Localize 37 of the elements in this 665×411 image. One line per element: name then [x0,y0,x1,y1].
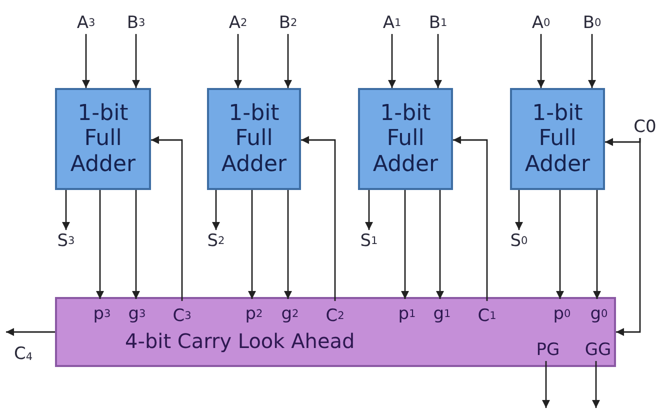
arrow [301,136,336,301]
arrow [616,138,641,336]
arrow [453,136,488,301]
arrow [284,190,292,299]
carry-lookahead-block [55,297,616,367]
full-adder-box: 1-bit Full Adder [55,88,151,190]
signal-label: C0 [628,116,662,138]
arrow [132,34,140,88]
arrow [234,34,242,88]
arrow [588,34,596,88]
full-adder-box: 1-bit Full Adder [510,88,605,190]
arrow [6,328,55,336]
arrow [62,190,70,230]
arrow [212,190,220,230]
port-label: GG [581,337,615,363]
arrow [537,34,545,88]
port-label: PG [531,337,565,363]
arrow [401,190,409,299]
arrow [284,34,292,88]
arrow [605,138,641,146]
arrow [436,190,444,299]
arrow [556,190,564,299]
arrow [592,361,600,408]
arrow [132,190,140,299]
arrow [593,190,601,299]
arrow [151,136,183,301]
arrow [388,34,396,88]
arrow [434,34,442,88]
arrow [248,190,256,299]
full-adder-box: 1-bit Full Adder [358,88,453,190]
arrow [515,190,523,230]
arrow [96,190,104,299]
full-adder-box: 1-bit Full Adder [207,88,301,190]
arrow [542,361,550,408]
arrow [82,34,90,88]
arrow [365,190,373,230]
block-title: 4-bit Carry Look Ahead [125,329,355,353]
